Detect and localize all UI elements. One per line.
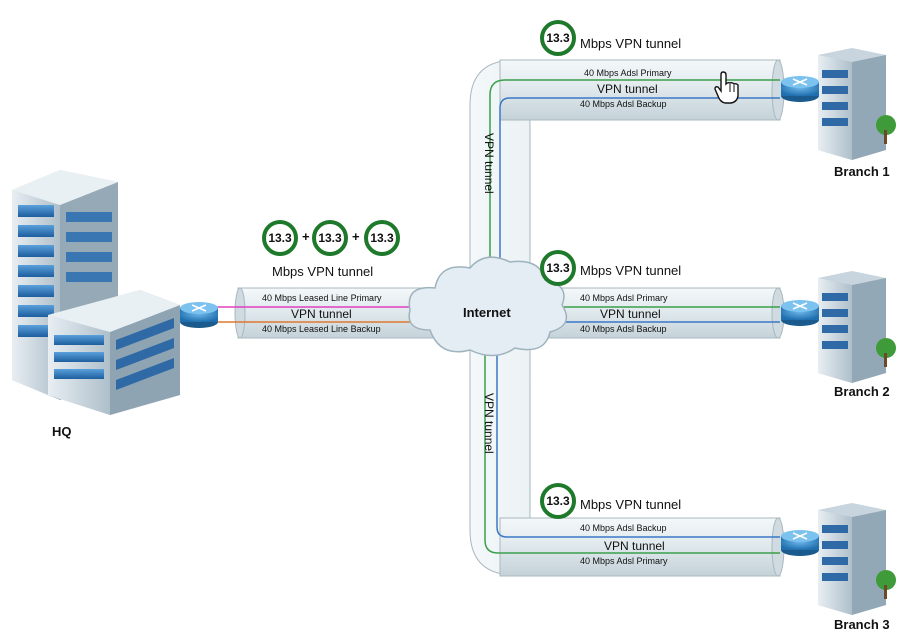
branch1-caption: Mbps VPN tunnel xyxy=(580,36,682,51)
branch1-blue-line xyxy=(499,97,780,300)
branch3-building-image xyxy=(818,503,896,615)
vertical-tunnel-upper: VPN tunnel xyxy=(482,133,496,194)
branch1-tunnel-label: VPN tunnel xyxy=(597,82,658,96)
branch2-badge: 13.3 xyxy=(540,250,576,286)
hq-pipe-end xyxy=(234,287,246,339)
internet-label: Internet xyxy=(463,305,511,320)
branch3-badge: 13.3 xyxy=(540,483,576,519)
branch2-caption: Mbps VPN tunnel xyxy=(580,263,682,278)
branch3-bottom-label: 40 Mbps Adsl Primary xyxy=(580,556,668,566)
hq-tunnel-label: VPN tunnel xyxy=(291,307,352,321)
branch1-badge: 13.3 xyxy=(540,20,576,56)
branch3-blue-line xyxy=(496,340,780,538)
hq-plus-2: + xyxy=(352,229,360,244)
vertical-tunnel-lower: VPN tunnel xyxy=(482,393,496,454)
branch1-building-image xyxy=(818,48,896,160)
hq-badge-1: 13.3 xyxy=(262,220,298,256)
hq-badge-3: 13.3 xyxy=(364,220,400,256)
hq-router-icon xyxy=(180,302,218,328)
branch3-name: Branch 3 xyxy=(834,617,890,632)
hq-badge-2: 13.3 xyxy=(312,220,348,256)
branch3-green-line xyxy=(484,340,780,554)
branch3-pipe xyxy=(499,517,781,577)
hand-pointer-icon xyxy=(714,71,739,104)
branch3-top-label: 40 Mbps Adsl Backup xyxy=(580,523,667,533)
branch2-building-image xyxy=(818,271,896,383)
hq-primary-label: 40 Mbps Leased Line Primary xyxy=(262,293,382,303)
branch2-top-label: 40 Mbps Adsl Primary xyxy=(580,293,668,303)
branch1-router-icon xyxy=(781,76,819,102)
branch1-bottom-label: 40 Mbps Adsl Backup xyxy=(580,99,667,109)
branch3-router-icon xyxy=(781,530,819,556)
hq-caption: Mbps VPN tunnel xyxy=(272,264,374,279)
branch2-name: Branch 2 xyxy=(834,384,890,399)
branch1-green-line xyxy=(489,79,780,300)
branch2-bottom-label: 40 Mbps Adsl Backup xyxy=(580,324,667,334)
branch1-name: Branch 1 xyxy=(834,164,890,179)
hq-plus-1: + xyxy=(302,229,310,244)
hq-label: HQ xyxy=(52,424,72,439)
branch3-tunnel-label: VPN tunnel xyxy=(604,539,665,553)
branch2-tunnel-label: VPN tunnel xyxy=(600,307,661,321)
branch2-router-icon xyxy=(781,300,819,326)
hq-building-image xyxy=(12,170,180,415)
hq-backup-label: 40 Mbps Leased Line Backup xyxy=(262,324,381,334)
branch1-top-label: 40 Mbps Adsl Primary xyxy=(584,68,672,78)
branch3-caption: Mbps VPN tunnel xyxy=(580,497,682,512)
